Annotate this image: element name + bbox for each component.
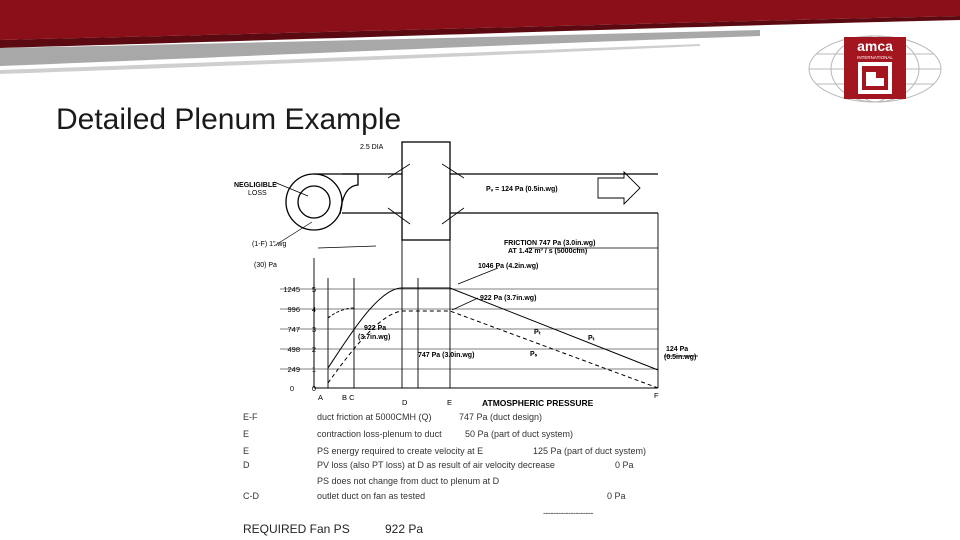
- outlet-arrow: [597, 170, 641, 206]
- svg-text:D: D: [402, 398, 408, 407]
- header-red-swoosh: [0, 0, 960, 40]
- fan-inner: [297, 185, 331, 219]
- header-gray-swoosh: [0, 30, 760, 66]
- svg-text:F: F: [654, 391, 659, 400]
- svg-text:(3.7in.wg): (3.7in.wg): [358, 334, 390, 341]
- svg-text:5: 5: [312, 285, 316, 294]
- table-row: C-D outlet duct on fan as tested 0 Pa: [243, 491, 626, 501]
- svg-text:A: A: [318, 393, 323, 402]
- header-dark-stripe: [0, 16, 960, 48]
- sum-divider: --------------------: [543, 508, 593, 518]
- svg-text:4: 4: [312, 305, 316, 314]
- left-pa-label: (30) Pa: [254, 262, 277, 269]
- ps-curve: [327, 310, 659, 389]
- svg-text:747 Pa (3.0in.wg): 747 Pa (3.0in.wg): [418, 352, 474, 359]
- header-band: [0, 0, 960, 74]
- table-row: PS does not change from duct to plenum a…: [317, 476, 500, 486]
- svg-text:747: 747: [287, 325, 300, 334]
- logo-subtext: INTERNATIONAL: [857, 55, 893, 60]
- logo-text: amca: [857, 38, 893, 54]
- svg-text:0: 0: [290, 384, 294, 393]
- svg-text:922 Pa (3.7in.wg): 922 Pa (3.7in.wg): [480, 295, 536, 302]
- fan-outer: [285, 173, 343, 231]
- svg-text:2: 2: [312, 345, 316, 354]
- svg-text:Pₜ: Pₜ: [588, 335, 595, 342]
- atmospheric-label: ATMOSPHERIC PRESSURE: [482, 398, 594, 408]
- svg-text:Pₜ: Pₜ: [534, 329, 541, 336]
- svg-text:124 Pa: 124 Pa: [666, 346, 688, 353]
- svg-text:LOSS: LOSS: [248, 190, 267, 197]
- required-value: 922 Pa: [385, 522, 424, 536]
- pv-label: Pᵥ = 124 Pa (0.5in.wg): [486, 186, 558, 193]
- amca-logo: amca INTERNATIONAL: [808, 35, 942, 103]
- fan-outlet: [314, 173, 359, 215]
- fan-mark-icon: [858, 62, 892, 94]
- slide-title: Detailed Plenum Example: [56, 103, 402, 136]
- svg-text:249: 249: [287, 365, 300, 374]
- required-label: REQUIRED Fan PS: [243, 522, 350, 536]
- svg-text:E: E: [447, 398, 452, 407]
- svg-text:498: 498: [287, 345, 300, 354]
- table-row: D PV loss (also PT loss) at D as result …: [243, 460, 634, 470]
- pt-curve: [327, 287, 659, 371]
- plenum-box: [401, 141, 451, 241]
- svg-text:Pₛ: Pₛ: [530, 351, 538, 358]
- table-row: E PS energy required to create velocity …: [243, 446, 647, 456]
- svg-text:B C: B C: [342, 393, 355, 402]
- header-gray-thin: [0, 44, 700, 74]
- svg-text:922 Pa: 922 Pa: [364, 325, 386, 332]
- svg-text:1245: 1245: [283, 285, 300, 294]
- diameter-label: 2.5 DIA: [360, 144, 384, 151]
- friction-label: FRICTION 747 Pa (3.0in.wg): [504, 240, 595, 247]
- svg-text:1: 1: [312, 365, 316, 374]
- svg-text:0: 0: [312, 384, 316, 393]
- friction-sub: AT 1.42 m³ / s (5000cfm): [508, 248, 587, 255]
- svg-text:(0.5in.wg): (0.5in.wg): [664, 354, 696, 361]
- svg-text:NEGLIGIBLE: NEGLIGIBLE: [234, 182, 277, 189]
- svg-text:3: 3: [312, 325, 316, 334]
- left-in-label: (1-F) 1".wg: [252, 241, 286, 248]
- svg-text:996: 996: [287, 305, 300, 314]
- plenum-diagram: 2.5 DIA NEGLIGIBLE LOSS Pᵥ = 124 Pa (0.5…: [234, 141, 698, 408]
- table-row: E-F duct friction at 5000CMH (Q) 747 Pa …: [243, 412, 543, 422]
- svg-text:1046 Pa (4.2in.wg): 1046 Pa (4.2in.wg): [478, 263, 538, 270]
- table-row: E contraction loss-plenum to duct 50 Pa …: [243, 429, 574, 439]
